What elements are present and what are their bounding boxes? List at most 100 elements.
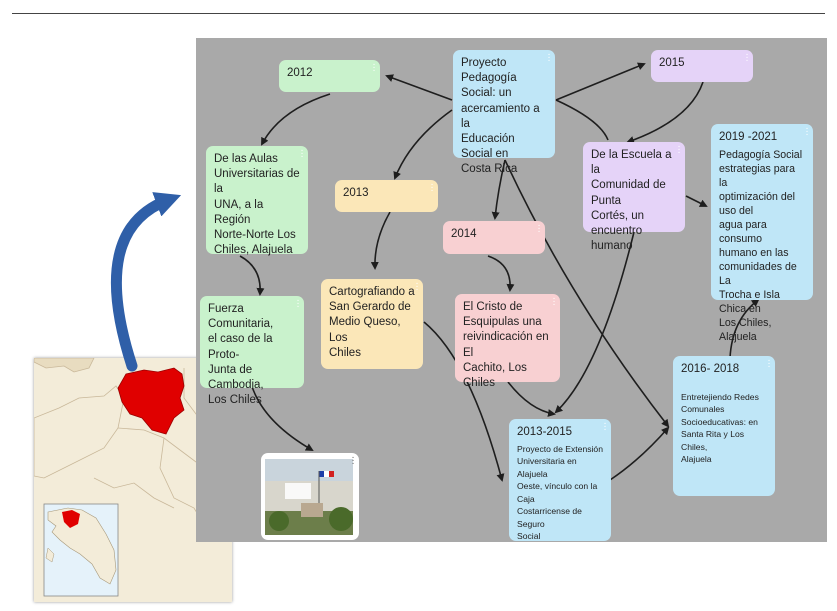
year-2013-node[interactable]: 2013 (335, 180, 438, 212)
project-2019-title: 2019 -2021 (719, 131, 778, 143)
school-photo-card[interactable] (261, 453, 359, 540)
project-2016-line-3: Socioeducativas: en (681, 416, 758, 427)
project-2013-line-2: Universitaria en Alajuela (517, 456, 577, 479)
edge-p2016-p2019 (729, 298, 760, 359)
cristo-node[interactable]: El Cristo de Esquipulas una reivindicaci… (455, 294, 560, 389)
project-2013-node[interactable]: 2013-2015 Proyecto de Extensión Universi… (509, 419, 611, 541)
punta-line-3: Cortés, un encuentro (591, 209, 645, 237)
edge-aulas-fuerza (239, 255, 265, 296)
punta-line-1: De la Escuela a la (591, 149, 672, 177)
project-2016-node[interactable]: 2016- 2018 Entretejiendo Redes Comunales… (673, 356, 775, 496)
fuerza-line-4: Los Chiles (208, 394, 262, 407)
aulas-line-5: Chiles, Alajuela (214, 244, 293, 257)
year-2015-label: 2015 (659, 57, 685, 69)
year-2014-node[interactable]: 2014 (443, 221, 545, 254)
project-2019-line-3: optimización del uso del (719, 191, 795, 218)
edge-2015-punta (626, 81, 704, 144)
project-2013-line-1: Proyecto de Extensión (517, 443, 603, 454)
top-divider (12, 13, 825, 14)
edge-p2013-p2016 (609, 426, 670, 481)
more-icon[interactable] (745, 53, 749, 62)
root-line-2: Social: un (461, 87, 512, 100)
edge-punta-p2013 (554, 231, 635, 414)
project-2019-line-6: comunidades de La (719, 260, 797, 287)
root-node[interactable]: Proyecto Pedagogía Social: un acercamien… (453, 50, 555, 175)
root-line-3: acercamiento a la (461, 102, 540, 130)
more-icon[interactable] (430, 183, 434, 192)
root-line-5: Costa Rica (461, 163, 518, 176)
edge-root-2012 (385, 74, 453, 101)
edge-2013-carto (370, 211, 391, 270)
year-2012-label: 2012 (287, 67, 313, 79)
more-icon[interactable] (351, 456, 355, 465)
cristo-line-2: Esquipulas una (463, 316, 542, 329)
cristo-line-3: reivindicación en El (463, 331, 549, 359)
edge-2014-cristo (487, 255, 515, 292)
more-icon[interactable] (296, 299, 300, 308)
punta-line-2: Comunidad de Punta (591, 179, 666, 207)
project-2013-line-4: Costarricense de Seguro (517, 506, 582, 529)
project-2016-line-2: Comunales (681, 404, 725, 415)
more-icon[interactable] (552, 297, 556, 306)
project-2019-line-7: Trocha e Isla Chica en (719, 288, 780, 315)
more-icon[interactable] (805, 127, 809, 136)
root-line-4: Educación Social en (461, 132, 515, 161)
punta-node[interactable]: De la Escuela a la Comunidad de Punta Co… (583, 142, 685, 252)
cristo-line-4: Cachito, Los Chiles (463, 361, 527, 389)
fuerza-node[interactable]: Fuerza Comunitaria, el caso de la Proto-… (200, 296, 304, 406)
more-icon[interactable] (300, 149, 304, 158)
fuerza-line-3: Junta de Cambodia, (208, 363, 264, 391)
project-2019-line-5: humano en las (719, 246, 789, 259)
project-2019-line-1: Pedagogía Social (719, 149, 803, 162)
more-icon[interactable] (603, 422, 607, 431)
carto-line-4: Chiles (329, 346, 361, 359)
aulas-line-2: Universitarias de la (214, 168, 300, 196)
edge-root-2013 (393, 109, 453, 180)
punta-line-4: humano (591, 240, 633, 253)
aulas-line-3: UNA, a la Región (214, 198, 264, 226)
project-2016-title: 2016- 2018 (681, 363, 740, 375)
project-2019-line-2: estrategias para la (719, 163, 795, 190)
more-icon[interactable] (372, 63, 376, 72)
root-line-1: Proyecto Pedagogía (461, 57, 517, 85)
location-arrow (110, 192, 182, 372)
edge-2012-aulas (261, 93, 331, 146)
edge-punta-p2019 (685, 195, 708, 207)
edge-root-p2016 (504, 159, 670, 428)
project-2016-line-5: Alajuela (681, 454, 712, 465)
project-2013-title: 2013-2015 (517, 426, 572, 438)
more-icon[interactable] (767, 359, 771, 368)
project-2013-line-5: Social (517, 531, 541, 542)
more-icon[interactable] (547, 53, 551, 62)
year-2014-label: 2014 (451, 228, 477, 240)
carto-line-2: San Gerardo de (329, 301, 411, 314)
carto-line-1: Cartografiando a (329, 286, 415, 298)
aulas-line-1: De las Aulas (214, 153, 278, 165)
edge-cristo-p2013 (507, 381, 556, 417)
fuerza-line-1: Fuerza Comunitaria, (208, 303, 274, 331)
cartografiando-node[interactable]: Cartografiando a San Gerardo de Medio Qu… (321, 279, 423, 369)
aulas-node[interactable]: De las Aulas Universitarias de la UNA, a… (206, 146, 308, 256)
year-2012-node[interactable]: 2012 (279, 60, 380, 92)
project-2016-line-1: Entretejiendo Redes (681, 391, 759, 402)
aulas-line-4: Norte-Norte Los (214, 228, 296, 241)
year-2013-label: 2013 (343, 187, 369, 199)
edge-root-2014 (491, 159, 506, 220)
edge-root-punta (555, 99, 609, 141)
project-2019-line-4: agua para consumo (719, 219, 767, 245)
fuerza-line-2: el caso de la Proto- (208, 333, 273, 361)
year-2015-node[interactable]: 2015 (651, 50, 753, 82)
project-2016-line-4: Santa Rita y Los Chiles, (681, 429, 745, 452)
project-2013-line-3: Oeste, vínculo con la Caja (517, 481, 598, 504)
cristo-line-1: El Cristo de (463, 301, 523, 313)
los-chiles-region (117, 367, 185, 435)
more-icon[interactable] (677, 145, 681, 154)
project-2019-line-8: Los Chiles, Alajuela (719, 316, 772, 343)
school-photo (265, 459, 353, 535)
more-icon[interactable] (537, 224, 541, 233)
edge-root-2015 (555, 62, 646, 101)
project-2019-node[interactable]: 2019 -2021 Pedagogía Social estrategias … (711, 124, 813, 343)
carto-line-3: Medio Queso, Los (329, 316, 401, 344)
more-icon[interactable] (415, 282, 419, 291)
